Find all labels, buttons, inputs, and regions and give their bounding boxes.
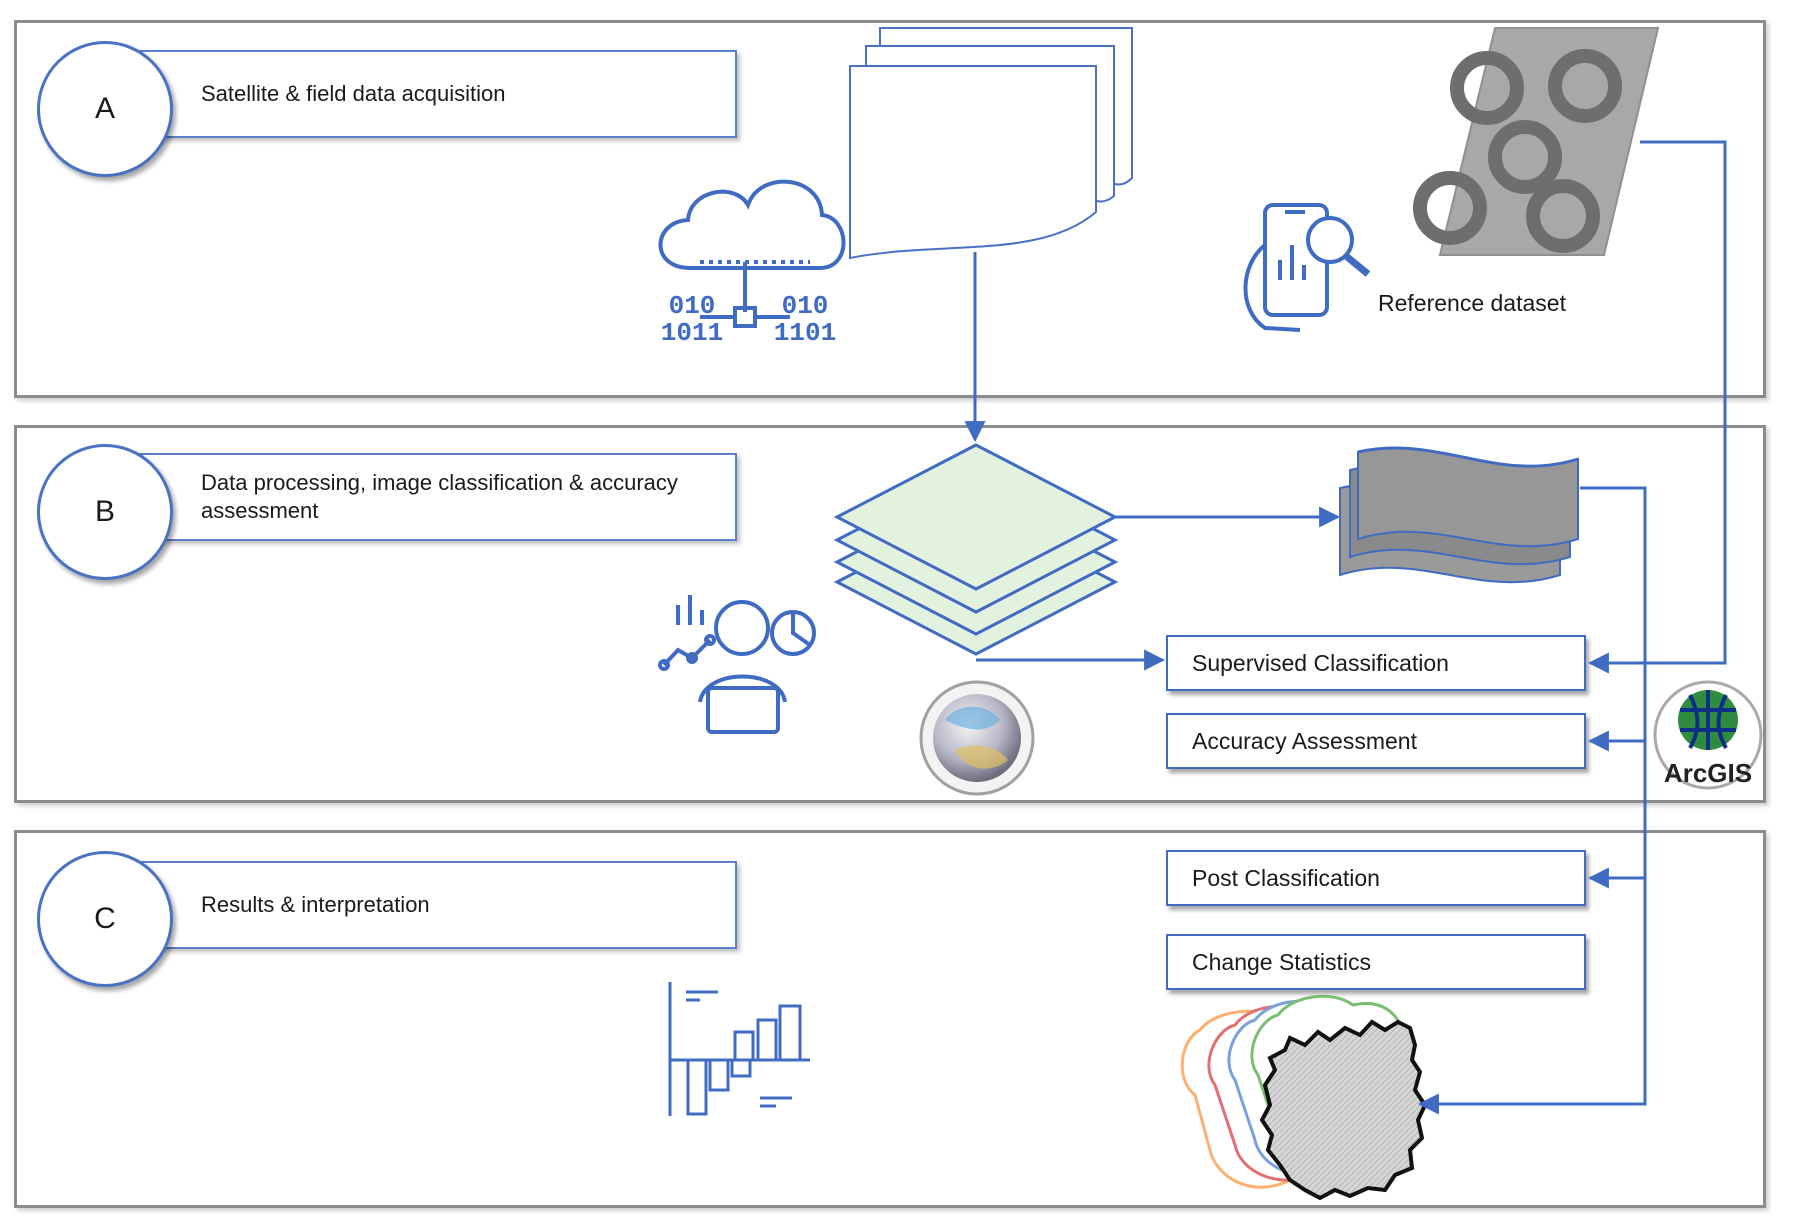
panel-a-badge: A [37,41,173,177]
panel-b-title: Data processing, image classification & … [117,453,737,541]
change-statistics-box: Change Statistics [1166,934,1586,990]
panel-c-badge: C [37,851,173,987]
processed-scenes-label: Processed scenes [920,487,1030,543]
lulc-maps-label: LULC Maps [1268,1098,1390,1124]
supervised-classification-box: Supervised Classification [1166,635,1586,691]
post-classification-box: Post Classification [1166,850,1586,906]
landsat-images-label: Landsat images [885,146,1048,172]
reference-dataset-label: Reference dataset [1378,290,1566,316]
accuracy-assessment-box: Accuracy Assessment [1166,713,1586,769]
panel-a: A Satellite & field data acquisition [14,20,1766,398]
roi-selection-label: ROI Selection [1390,478,1532,504]
panel-a-title: Satellite & field data acquisition [117,50,737,138]
panel-b-badge: B [37,444,173,580]
panel-c-title: Results & interpretation [117,861,737,949]
